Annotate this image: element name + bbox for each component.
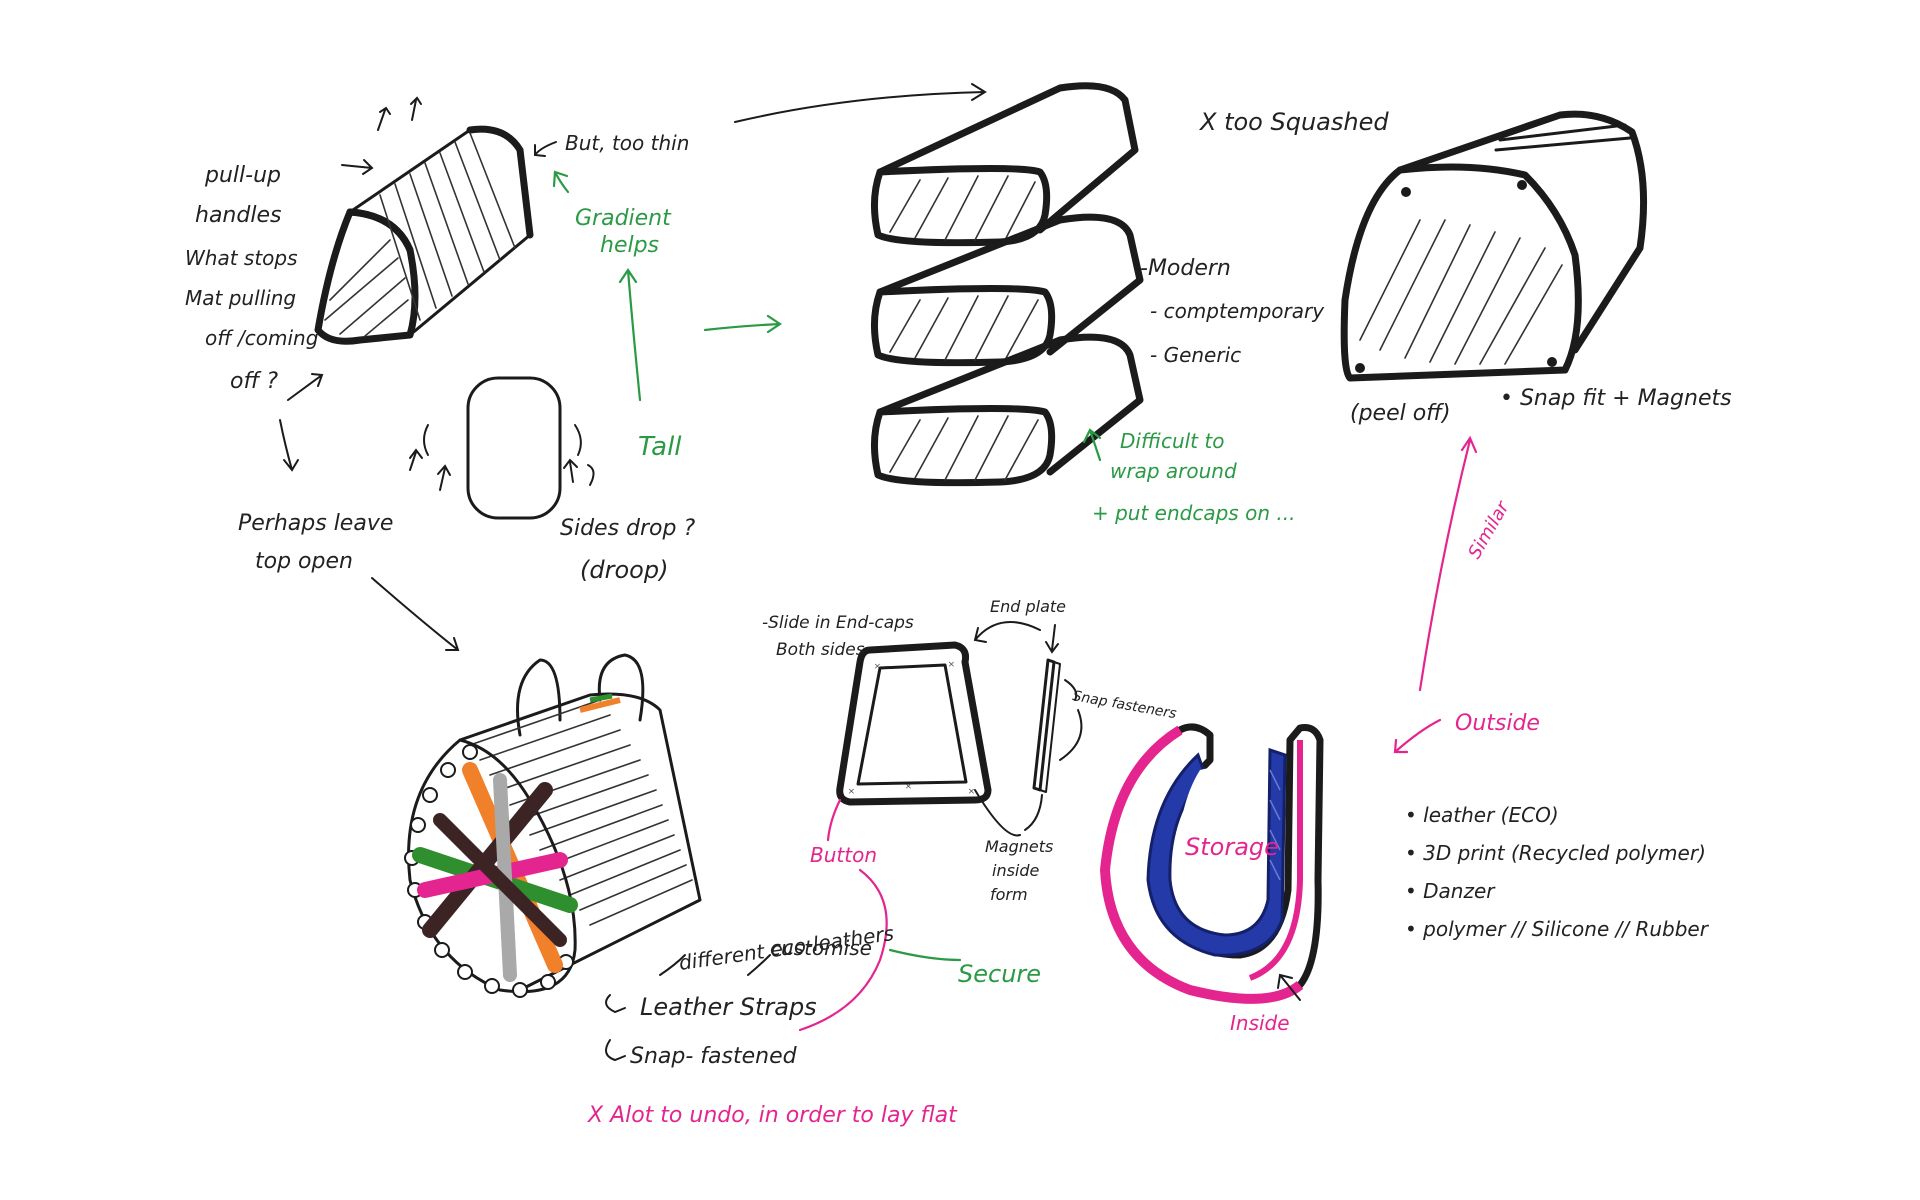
- note-customise: customise: [770, 936, 872, 960]
- tall-shell-sketch: [314, 125, 534, 345]
- squashed-shells-sketch: [870, 82, 1144, 487]
- note-pullup-5: off /coming: [205, 326, 318, 350]
- note-too-thin: But, too thin: [565, 131, 689, 155]
- note-pullup-2: handles: [195, 203, 281, 228]
- pink-arrow-similar: [1418, 435, 1478, 692]
- pink-arrow-outside: [1393, 718, 1442, 754]
- note-outside: Outside: [1455, 711, 1540, 736]
- hook-snap-fastened: [605, 1039, 626, 1062]
- strapped-shell-sketch: [404, 653, 702, 998]
- note-slide-2: Both sides: [776, 640, 865, 660]
- note-difficult-1: Difficult to: [1120, 429, 1224, 453]
- note-modern: -Modern: [1140, 256, 1231, 281]
- green-arrow-difficult: [1082, 428, 1102, 462]
- note-contemporary: - comptemporary: [1150, 299, 1325, 323]
- note-pullup-1: pull-up: [204, 163, 281, 188]
- note-pullup-6: off ?: [230, 369, 278, 394]
- arrow-to-squashed: [734, 83, 987, 123]
- note-magnets-2: inside: [992, 861, 1040, 880]
- note-print-3d: • 3D print (Recycled polymer): [1405, 841, 1706, 865]
- green-arrow-right: [703, 314, 782, 334]
- svg-text:×: ×: [948, 657, 955, 671]
- note-sides-1: Sides drop ?: [560, 516, 695, 541]
- snapfit-shell-sketch: [1340, 110, 1648, 382]
- arrow-to-straps: [371, 577, 460, 651]
- endcap-diagram: × × × × ×: [836, 621, 1083, 837]
- storage-u-diagram: [1099, 723, 1324, 1004]
- note-storage: Storage: [1185, 833, 1279, 861]
- svg-text:×: ×: [848, 784, 855, 798]
- svg-text:×: ×: [874, 659, 881, 673]
- note-generic: - Generic: [1150, 343, 1241, 367]
- green-arrow-gradient: [552, 170, 570, 194]
- pink-curve-button: [798, 868, 888, 1032]
- green-line-secure: [888, 948, 962, 962]
- note-snap-fasteners: Snap fasteners: [1071, 688, 1177, 722]
- note-perhaps-2: top open: [255, 549, 353, 574]
- note-endplate: End plate: [990, 597, 1066, 616]
- note-perhaps-1: Perhaps leave: [238, 511, 393, 536]
- note-gradient-1: Gradient: [575, 206, 672, 231]
- note-pullup-4: Mat pulling: [185, 286, 296, 310]
- note-too-squashed: X too Squashed: [1198, 108, 1389, 136]
- note-secure: Secure: [958, 960, 1041, 988]
- note-snap-fit: • Snap fit + Magnets: [1500, 386, 1732, 411]
- note-button: Button: [810, 843, 877, 867]
- note-polymer: • polymer // Silicone // Rubber: [1405, 917, 1710, 941]
- note-slide-1: -Slide in End-caps: [762, 613, 914, 633]
- note-tall: Tall: [638, 432, 682, 462]
- note-inside: Inside: [1230, 1011, 1290, 1035]
- note-magnets-3: form: [990, 885, 1028, 904]
- note-similar: Similar: [1464, 497, 1514, 563]
- line-customise: [747, 954, 771, 976]
- section-profile-sketch: [409, 376, 595, 520]
- note-alot-to-undo: X Alot to undo, in order to lay flat: [587, 1103, 958, 1128]
- svg-text:×: ×: [905, 779, 912, 793]
- pullup-arrows: [279, 96, 557, 472]
- note-snap-fastened: Snap- fastened: [630, 1044, 798, 1069]
- note-gradient-2: helps: [600, 233, 659, 258]
- note-difficult-3: + put endcaps on ...: [1092, 501, 1295, 525]
- note-magnets-1: Magnets: [985, 837, 1053, 856]
- note-difficult-2: wrap around: [1110, 459, 1237, 483]
- hook-leather-straps: [605, 994, 626, 1014]
- pink-line-button: [826, 798, 842, 842]
- note-danzer: • Danzer: [1405, 879, 1496, 903]
- note-peel-off: (peel off): [1350, 401, 1451, 426]
- line-different-eco: [659, 954, 686, 976]
- note-pullup-3: What stops: [185, 246, 298, 270]
- svg-text:×: ×: [968, 784, 975, 798]
- green-arrow-tall: [618, 268, 642, 402]
- note-sides-2: (droop): [580, 556, 668, 584]
- note-leather-straps: Leather Straps: [640, 993, 817, 1021]
- note-leather-eco: • leather (ECO): [1405, 803, 1559, 827]
